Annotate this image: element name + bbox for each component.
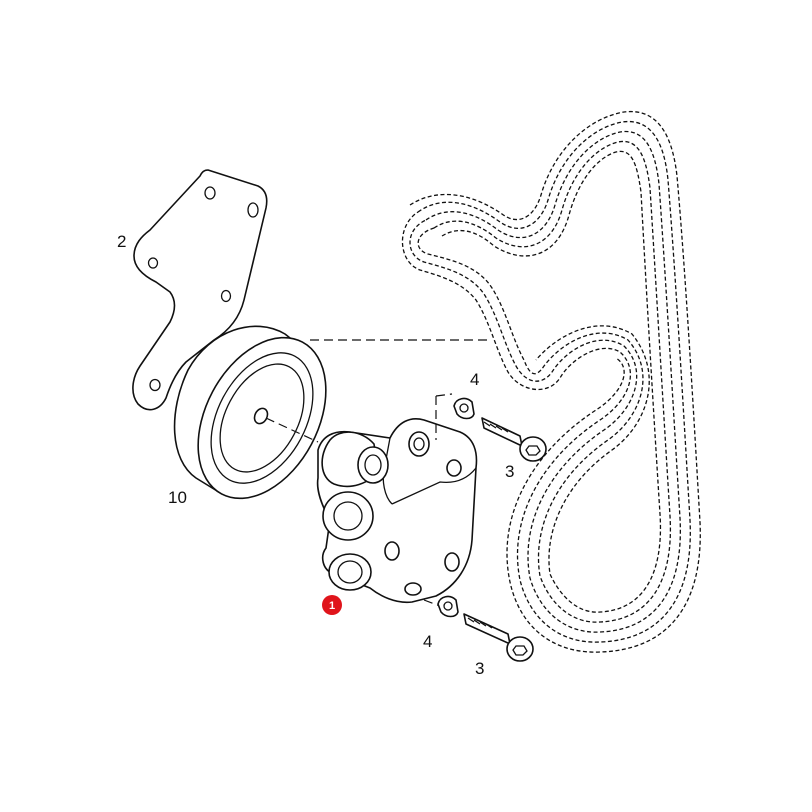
leader-lines	[265, 339, 492, 607]
callout-washer-lower: 4	[423, 632, 432, 651]
callout-bolt-upper: 3	[505, 462, 514, 481]
upper-washer	[453, 397, 475, 420]
part-1-highlight-badge[interactable]: 1	[322, 595, 342, 615]
badge-label: 1	[329, 600, 335, 612]
badge-circle	[322, 595, 342, 615]
lower-washer	[437, 595, 459, 618]
callout-bolt-lower: 3	[475, 659, 484, 678]
callout-washer-upper: 4	[470, 370, 479, 389]
tensioner-assembly	[316, 418, 478, 604]
upper-bolt	[481, 417, 547, 462]
idler-pulley	[173, 325, 327, 500]
callout-pulley: 10	[168, 488, 187, 507]
mounting-bracket	[132, 169, 268, 411]
callout-bracket: 2	[117, 232, 126, 251]
serpentine-belt	[401, 110, 701, 653]
lower-bolt	[463, 613, 534, 662]
